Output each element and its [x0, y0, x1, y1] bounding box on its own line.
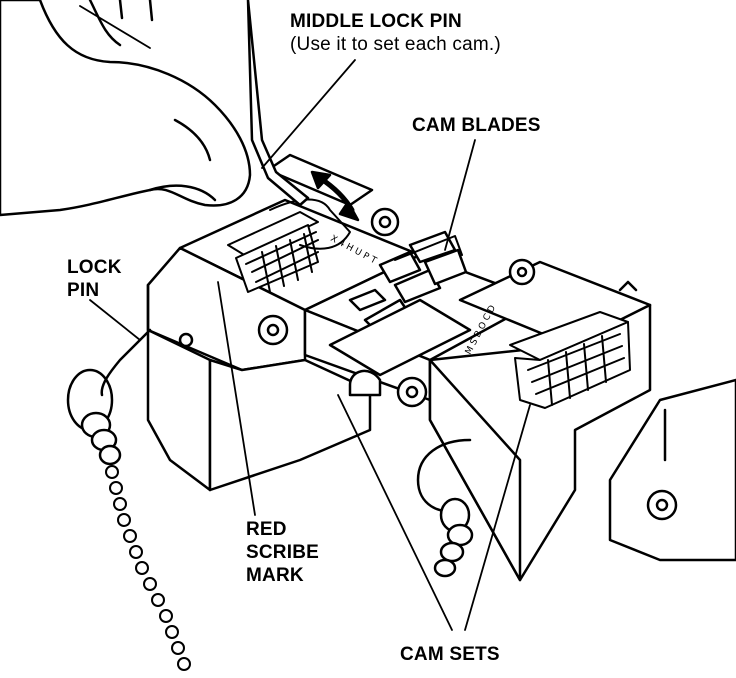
- hand-illustration: [0, 0, 252, 217]
- middle-lock-pin-label: MIDDLE LOCK PIN (Use it to set each cam.…: [290, 10, 501, 56]
- middle-lock-pin-title: MIDDLE LOCK PIN: [290, 11, 462, 32]
- leader-lines: [89, 59, 531, 631]
- cam-sets-text: CAM SETS: [400, 644, 500, 665]
- red-scribe-line3: MARK: [246, 565, 304, 586]
- lock-pin-line1: LOCK: [67, 257, 122, 278]
- bead-chain: [105, 465, 191, 671]
- adjacent-housing: [608, 378, 736, 562]
- middle-lock-pin-tool: [246, 0, 310, 207]
- lock-pin-left: [66, 328, 152, 466]
- right-cam-set: [509, 311, 631, 409]
- cam-blades-area: [303, 230, 542, 408]
- cam-sets-label: CAM SETS: [400, 643, 500, 666]
- red-scribe-line2: SCRIBE: [246, 542, 319, 563]
- cam-blades-text: CAM BLADES: [412, 115, 541, 136]
- lock-pin-line2: PIN: [67, 280, 100, 301]
- left-cam-set: [227, 198, 351, 293]
- middle-lock-pin-note: (Use it to set each cam.): [290, 34, 501, 55]
- red-scribe-line1: RED: [246, 519, 287, 540]
- lock-pin-right: [416, 438, 474, 578]
- rotation-arrow: [310, 170, 360, 222]
- cam-blades-label: CAM BLADES: [412, 114, 541, 137]
- red-scribe-mark-label: RED SCRIBE MARK: [246, 518, 319, 587]
- lock-pin-label: LOCK PIN: [67, 256, 122, 302]
